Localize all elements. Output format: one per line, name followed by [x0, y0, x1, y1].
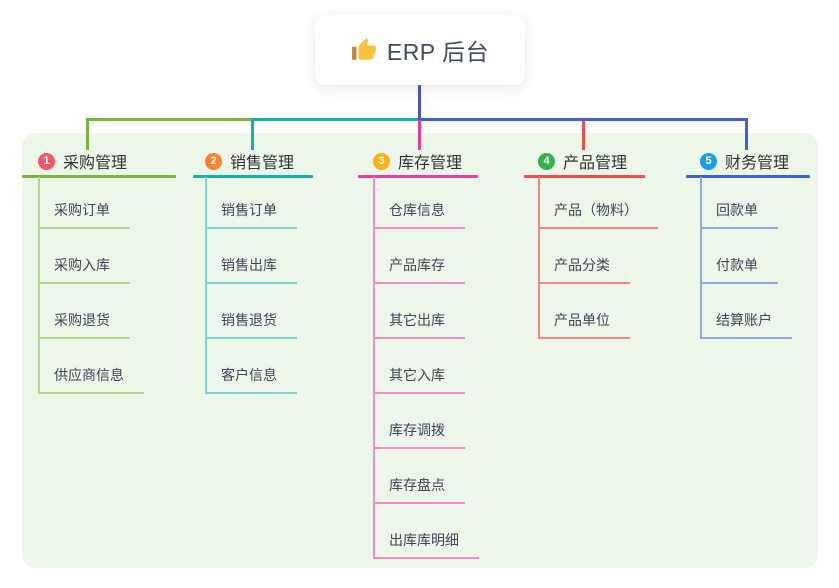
root-node[interactable]: ERP 后台: [315, 15, 525, 85]
child-node-其它出库[interactable]: 其它出库: [373, 284, 465, 339]
child-node-结算账户[interactable]: 结算账户: [700, 284, 792, 339]
children-trunk-line: [538, 177, 540, 339]
child-node-label: 采购退货: [54, 312, 110, 328]
connector-branch-5: [419, 118, 748, 121]
child-node-label: 仓库信息: [389, 202, 445, 218]
child-node-label: 产品（物料）: [554, 202, 638, 218]
branch-node-财务管理[interactable]: 5 财务管理: [700, 150, 789, 172]
branch-underline: [686, 175, 810, 178]
child-node-label: 采购订单: [54, 202, 110, 218]
child-node-label: 其它出库: [389, 312, 445, 328]
branch-label: 销售管理: [230, 155, 295, 172]
branch-number-badge: 4: [538, 152, 555, 170]
child-node-销售退货[interactable]: 销售退货: [205, 284, 297, 339]
branch-underline: [22, 175, 176, 178]
children-trunk-line: [38, 177, 40, 394]
child-node-产品（物料）[interactable]: 产品（物料）: [538, 174, 658, 229]
branch-label: 财务管理: [725, 155, 790, 172]
child-node-出库库明细[interactable]: 出库库明细: [373, 504, 479, 559]
branch-node-采购管理[interactable]: 1 采购管理: [38, 150, 127, 172]
branch-label: 采购管理: [63, 155, 128, 172]
child-node-采购退货[interactable]: 采购退货: [38, 284, 130, 339]
child-node-回款单[interactable]: 回款单: [700, 174, 778, 229]
branch-label: 库存管理: [398, 155, 463, 172]
branch-node-销售管理[interactable]: 2 销售管理: [205, 150, 294, 172]
connector-drop-4: [581, 118, 585, 150]
branch-number-badge: 5: [700, 152, 717, 170]
connector-drop-2: [250, 118, 254, 150]
branch-children: 销售订单销售出库销售退货客户信息: [205, 174, 297, 394]
child-node-label: 供应商信息: [54, 367, 124, 383]
child-node-label: 销售出库: [221, 257, 277, 273]
child-node-label: 其它入库: [389, 367, 445, 383]
child-node-产品库存[interactable]: 产品库存: [373, 229, 465, 284]
child-node-label: 付款单: [716, 257, 758, 273]
children-trunk-line: [373, 177, 375, 559]
branch-children: 产品（物料） 产品分类产品单位: [538, 174, 658, 339]
branch-children: 仓库信息产品库存其它出库其它入库库存调拨库存盘点出库库明细: [373, 174, 479, 559]
children-trunk-line: [205, 177, 207, 394]
root-title: ERP 后台: [386, 39, 490, 65]
child-node-库存调拨[interactable]: 库存调拨: [373, 394, 465, 449]
child-node-label: 销售订单: [221, 202, 277, 218]
child-node-label: 采购入库: [54, 257, 110, 273]
child-node-label: 库存调拨: [389, 422, 445, 438]
branch-number-badge: 2: [205, 152, 222, 170]
child-node-产品分类[interactable]: 产品分类: [538, 229, 630, 284]
child-node-label: 出库库明细: [389, 532, 459, 548]
child-node-label: 回款单: [716, 202, 758, 218]
connector-drop-3: [417, 120, 421, 150]
branch-children: 回款单付款单结算账户: [700, 174, 792, 339]
child-node-产品单位[interactable]: 产品单位: [538, 284, 630, 339]
connector-drop-5: [744, 118, 748, 150]
child-node-销售订单[interactable]: 销售订单: [205, 174, 297, 229]
branch-underline: [524, 175, 645, 178]
connector-branch-2: [252, 118, 420, 121]
child-node-付款单[interactable]: 付款单: [700, 229, 778, 284]
branch-node-产品管理[interactable]: 4 产品管理: [538, 150, 627, 172]
child-node-label: 销售退货: [221, 312, 277, 328]
branch-children: 采购订单采购入库采购退货供应商信息: [38, 174, 144, 394]
child-node-采购入库[interactable]: 采购入库: [38, 229, 130, 284]
child-node-label: 产品单位: [554, 312, 610, 328]
child-node-采购订单[interactable]: 采购订单: [38, 174, 130, 229]
child-node-销售出库[interactable]: 销售出库: [205, 229, 297, 284]
connector-drop-1: [85, 118, 89, 150]
connector-root: [417, 85, 421, 122]
child-node-label: 产品库存: [389, 257, 445, 273]
child-node-label: 客户信息: [221, 367, 277, 383]
child-node-客户信息[interactable]: 客户信息: [205, 339, 297, 394]
branch-label: 产品管理: [563, 155, 628, 172]
branches-panel: [22, 133, 818, 568]
branch-underline: [193, 175, 313, 178]
children-trunk-line: [700, 177, 702, 339]
child-node-供应商信息[interactable]: 供应商信息: [38, 339, 144, 394]
branch-underline: [358, 175, 478, 178]
child-node-库存盘点[interactable]: 库存盘点: [373, 449, 465, 504]
branch-node-库存管理[interactable]: 3 库存管理: [373, 150, 462, 172]
branch-number-badge: 3: [373, 152, 390, 170]
branch-number-badge: 1: [38, 152, 55, 170]
child-node-其它入库[interactable]: 其它入库: [373, 339, 465, 394]
child-node-仓库信息[interactable]: 仓库信息: [373, 174, 465, 229]
thumbs-up-icon: [351, 38, 376, 60]
child-node-label: 库存盘点: [389, 477, 445, 493]
child-node-label: 产品分类: [554, 257, 610, 273]
child-node-label: 结算账户: [716, 312, 772, 328]
